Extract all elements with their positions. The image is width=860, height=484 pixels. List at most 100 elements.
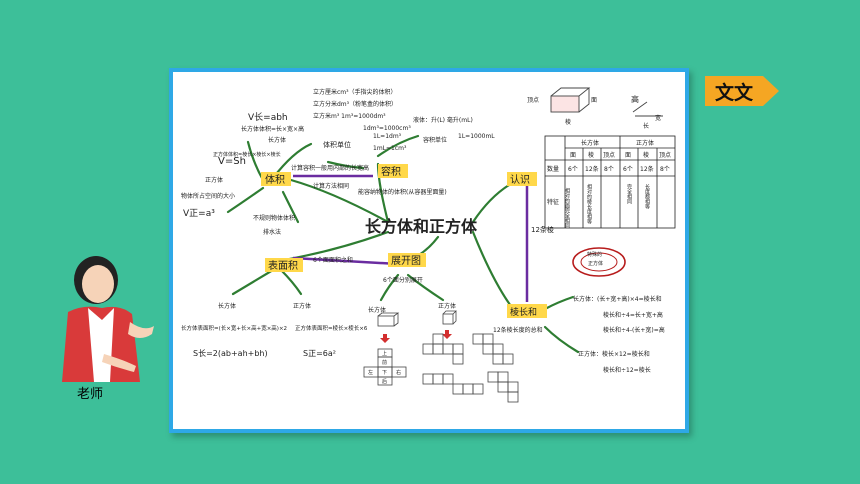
link-lch-cuboid: [543, 295, 575, 311]
net-face-back: 后: [382, 378, 387, 385]
zk-cube: 正方体: [438, 302, 456, 310]
rongji-unit: 容积单位: [423, 136, 447, 144]
tiji-formula-cuboid: V长=abh: [248, 111, 288, 123]
lch-label: 棱长和: [510, 306, 537, 318]
zk-cuboid: 长方体: [368, 306, 386, 314]
link-renshi: [471, 178, 520, 224]
table-h6: 顶点: [659, 151, 671, 159]
special-inner-ellipse: [580, 252, 618, 272]
part-length: 长: [643, 122, 649, 130]
unit-dm3: 立方分米dm³（粉笔盒的体积）: [313, 100, 397, 108]
net-face-left: 左: [368, 369, 373, 376]
rate-ml-cm3: 1mL=1cm³: [373, 145, 407, 152]
link-zk-cuboid: [379, 273, 400, 302]
teacher-face: [82, 265, 114, 303]
rate-l-ml: 1L=1000mL: [458, 133, 495, 140]
rongji-same: 计算方法相同: [313, 182, 349, 190]
lch-cuboid-line1: 长方体：(长+宽+高)×4=棱长和: [573, 295, 662, 303]
net-face-front: 前: [382, 359, 387, 366]
bmj-cuboid-def: 长方体表面积=(长×宽+长×高+宽×高)×2: [181, 324, 287, 332]
table-r1c5: 12条: [640, 165, 654, 173]
part-edge: 棱: [565, 118, 571, 126]
renshi-node-bg: [507, 172, 537, 186]
mind-map: 长方体和正方体 体积 V长=abh 长方体体积=长×宽×高 V=Sh V正=a³…: [181, 87, 676, 403]
rate-l-dm3: 1L=1dm³: [373, 133, 402, 140]
unit-cm3: 立方厘米cm³（手指尖的体积）: [313, 88, 397, 96]
tiji-formula-cube-def: 正方体体积=棱长×棱长×棱长: [213, 151, 281, 158]
net-face-top: 上: [382, 350, 387, 357]
table-h4: 面: [625, 152, 631, 159]
lch-cuboid-line3: 棱长和÷4-(长+宽)=高: [603, 326, 665, 334]
zk-node-bg: [388, 253, 426, 267]
cuboid-sketch: [550, 87, 663, 117]
bmj-cube-def: 正方体表面积=棱长×棱长×6: [295, 324, 368, 332]
unit-m3: 立方米m³ 1m³=1000dm³: [313, 112, 386, 120]
zk-desc: 6个面分别展开: [383, 276, 423, 284]
special-ellipse: [572, 247, 626, 277]
table-r1c1: 6个: [568, 166, 578, 173]
center-title: 长方体和正方体: [365, 217, 478, 236]
mind-map-board: 长方体和正方体 体积 V长=abh 长方体体积=长×宽×高 V=Sh V正=a³…: [169, 68, 689, 433]
table-row1-label: 数量: [547, 165, 559, 173]
tiji-formula-cube: V正=a³: [183, 209, 215, 219]
character-badge: 文文: [705, 76, 763, 106]
link-rongji-calc: [326, 160, 365, 170]
lch-cube-line1: 正方体：棱长×12=棱长和: [578, 350, 650, 358]
table-r2c3: 完全相同: [626, 183, 632, 205]
tiji-label: 体积: [265, 174, 285, 186]
tiji-note-unit: 体积单位: [323, 140, 351, 149]
lch-node-bg: [507, 304, 547, 318]
teacher-avatar: [62, 256, 154, 382]
tiji-formula-cuboid-def: 长方体体积=长×宽×高: [241, 125, 304, 133]
link-tiji-irregular: [281, 190, 300, 224]
table-row2-label: 特征: [547, 198, 559, 206]
tiji-note-cube: 正方体: [205, 176, 223, 184]
part-height: 高: [631, 94, 639, 104]
tiji-formula-v-sh: V=Sh: [218, 156, 246, 167]
special-label-2: 正方体: [588, 260, 603, 267]
table-group-cuboid: 长方体: [581, 139, 599, 147]
badge-arrow-icon: [763, 76, 779, 106]
part-vertex: 顶点: [527, 96, 539, 104]
bmj-cube-formula: S正=6a²: [303, 349, 336, 358]
link-bmj-cuboid: [231, 268, 275, 296]
table-r2c1: 相对的面完全相同: [564, 187, 570, 229]
bmj-label: 表面积: [268, 259, 298, 272]
renshi-label: 认识: [510, 173, 530, 186]
table-r2c4: 长度都相等: [644, 183, 650, 209]
bmj-cube: 正方体: [293, 302, 311, 310]
link-rongji-unit: [376, 134, 420, 158]
link-lch-cube: [543, 325, 580, 354]
link-tiji-formula: [246, 140, 265, 182]
tiji-note-irregular: 不规则物体体积: [253, 214, 295, 222]
table-h3: 顶点: [603, 151, 615, 159]
lch-desc: 12条棱长度的总和: [493, 326, 543, 334]
lch-cuboid-line2: 棱长和÷4=长+宽+高: [603, 311, 663, 319]
special-label-1: 特殊的: [587, 251, 602, 258]
part-face: 面: [591, 97, 597, 104]
link-tiji: [289, 178, 390, 224]
table-r1c3: 8个: [604, 166, 614, 173]
table-h2: 棱: [588, 151, 594, 159]
teacher-hand: [128, 322, 154, 338]
bmj-desc: 6个面面积之和: [313, 256, 353, 264]
zk-label: 展开图: [391, 255, 421, 267]
table-r2c2: 相对的棱长度相等: [586, 183, 592, 224]
tiji-note-cuboid: 长方体: [268, 136, 286, 144]
unit-dm3-cm3: 1dm³=1000cm³: [363, 125, 411, 132]
table-h1: 面: [570, 152, 576, 159]
purple-line-bmj: [292, 256, 399, 266]
link-bmj-cube: [279, 268, 303, 296]
tiji-note-method: 排水法: [263, 228, 281, 236]
renshi-edges12: 12条棱: [531, 225, 554, 234]
tiji-node-bg: [261, 172, 291, 186]
rongji-def: 能容纳物体的体积(从容器里面量): [358, 188, 447, 196]
link-zk-cube: [406, 273, 445, 302]
bmj-node-bg: [265, 258, 303, 272]
solid-sketches: [377, 310, 457, 327]
table-r1c6: 8个: [660, 166, 670, 173]
lch-cube-line2: 棱长和÷12=棱长: [603, 366, 651, 374]
cube-nets: [422, 333, 519, 403]
table-h5: 棱: [643, 151, 649, 159]
property-table: [544, 135, 676, 229]
